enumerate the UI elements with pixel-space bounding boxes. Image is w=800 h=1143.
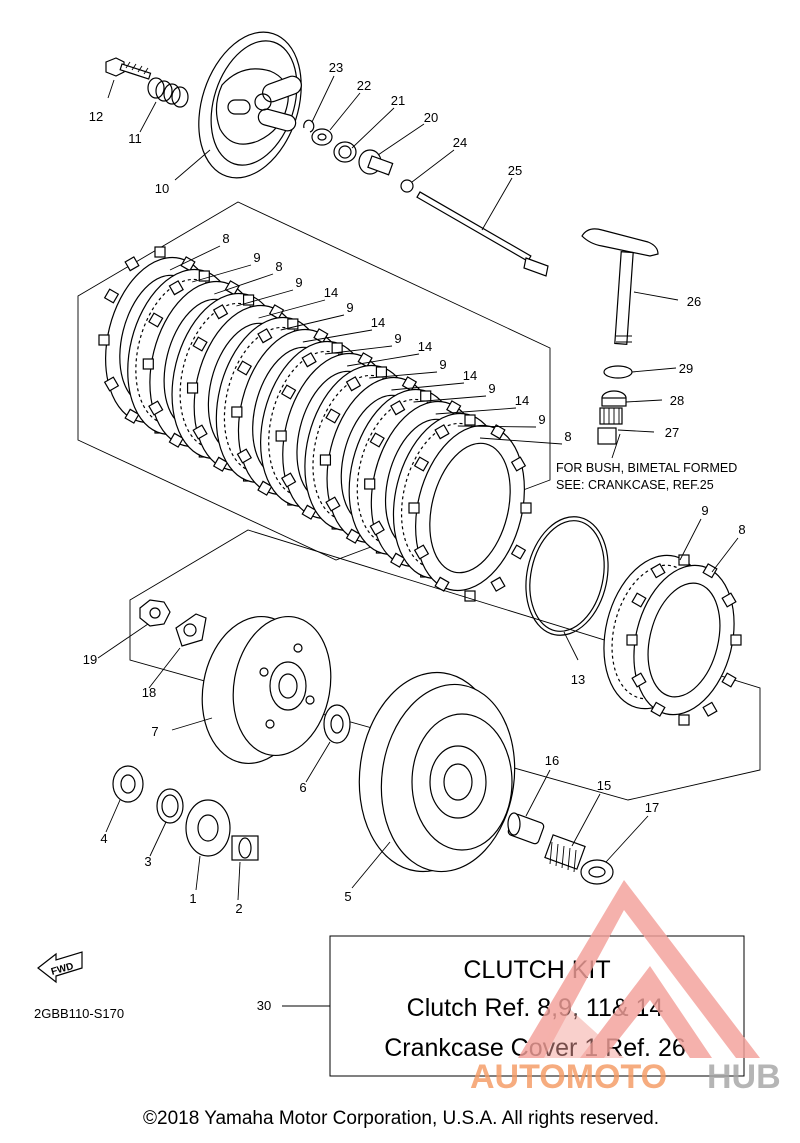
callout-12: 12 bbox=[89, 109, 103, 124]
callout-19: 19 bbox=[83, 652, 97, 667]
part-code: 2GBB110-S170 bbox=[34, 1006, 124, 1021]
callout-25: 25 bbox=[508, 163, 522, 178]
callout-20: 20 bbox=[424, 110, 438, 125]
bush-and-bearing bbox=[507, 812, 614, 885]
bolt bbox=[105, 57, 152, 80]
thrust-washer bbox=[323, 704, 351, 744]
callout-6: 6 bbox=[299, 780, 306, 795]
callout-10: 10 bbox=[155, 181, 169, 196]
nut-and-washer bbox=[139, 599, 207, 647]
logo-text-orange: AUTOMOTO bbox=[470, 1058, 667, 1096]
callout-22: 22 bbox=[357, 78, 371, 93]
callout-13: 13 bbox=[571, 672, 585, 687]
callout-29: 29 bbox=[679, 361, 693, 376]
clutch-plate-stack-lower: 98 bbox=[603, 503, 746, 726]
clutch-spring bbox=[147, 77, 189, 108]
primary-gear-parts bbox=[112, 765, 259, 861]
callout-3: 3 bbox=[144, 854, 151, 869]
callout-labels: 12 11 10 23 22 21 20 24 25 26 29 28 27 1… bbox=[83, 60, 701, 1013]
automotohub-logo: AUTOMOTO HUB bbox=[470, 880, 781, 1096]
fwd-arrow-icon: FWD bbox=[37, 951, 83, 984]
callout-24: 24 bbox=[453, 135, 467, 150]
plate-callout-8: 8 bbox=[564, 429, 571, 444]
callout-23: 23 bbox=[329, 60, 343, 75]
callout-4: 4 bbox=[100, 831, 107, 846]
callout-21: 21 bbox=[391, 93, 405, 108]
pressure-plate bbox=[198, 31, 302, 179]
plate-callout-9: 9 bbox=[295, 275, 302, 290]
logo-text-gray: HUB bbox=[707, 1058, 781, 1096]
copyright-text: ©2018 Yamaha Motor Corporation, U.S.A. A… bbox=[143, 1108, 659, 1129]
bearing-parts bbox=[597, 365, 633, 445]
plate-callout-14: 14 bbox=[324, 285, 338, 300]
callout-26: 26 bbox=[687, 294, 701, 309]
plate-callout-14: 14 bbox=[418, 339, 432, 354]
callout-16: 16 bbox=[545, 753, 559, 768]
clutch-housing bbox=[358, 671, 516, 873]
clutch-boss bbox=[201, 615, 332, 765]
push-rod-parts bbox=[303, 119, 549, 277]
plate-callout-9: 9 bbox=[253, 250, 260, 265]
plate-callout-8: 8 bbox=[222, 231, 229, 246]
clutch-plate bbox=[626, 554, 742, 726]
callout-7: 7 bbox=[151, 724, 158, 739]
note-line-1: FOR BUSH, BIMETAL FORMED bbox=[556, 461, 737, 475]
wire-circlip bbox=[525, 516, 609, 636]
plate-callout-8: 8 bbox=[738, 522, 745, 537]
callout-2: 2 bbox=[235, 901, 242, 916]
callout-27: 27 bbox=[665, 425, 679, 440]
plate-callout-9: 9 bbox=[701, 503, 708, 518]
callout-11: 11 bbox=[128, 131, 142, 146]
callout-5: 5 bbox=[344, 889, 351, 904]
plate-callout-14: 14 bbox=[463, 368, 477, 383]
plate-callout-9: 9 bbox=[439, 357, 446, 372]
plate-callout-9: 9 bbox=[394, 331, 401, 346]
callout-28: 28 bbox=[670, 393, 684, 408]
plate-callout-9: 9 bbox=[488, 381, 495, 396]
push-lever-shaft bbox=[581, 228, 659, 345]
plate-callout-9: 9 bbox=[538, 412, 545, 427]
callout-15: 15 bbox=[597, 778, 611, 793]
plate-callout-8: 8 bbox=[275, 259, 282, 274]
bushing-note: FOR BUSH, BIMETAL FORMED SEE: CRANKCASE,… bbox=[556, 461, 737, 492]
callout-1: 1 bbox=[189, 891, 196, 906]
callout-17: 17 bbox=[645, 800, 659, 815]
note-line-2: SEE: CRANKCASE, REF.25 bbox=[556, 478, 714, 492]
callout-30: 30 bbox=[257, 998, 271, 1013]
callout-18: 18 bbox=[142, 685, 156, 700]
plate-callout-14: 14 bbox=[515, 393, 529, 408]
leader-lines bbox=[97, 75, 679, 1007]
plate-callout-14: 14 bbox=[371, 315, 385, 330]
plate-callout-9: 9 bbox=[346, 300, 353, 315]
